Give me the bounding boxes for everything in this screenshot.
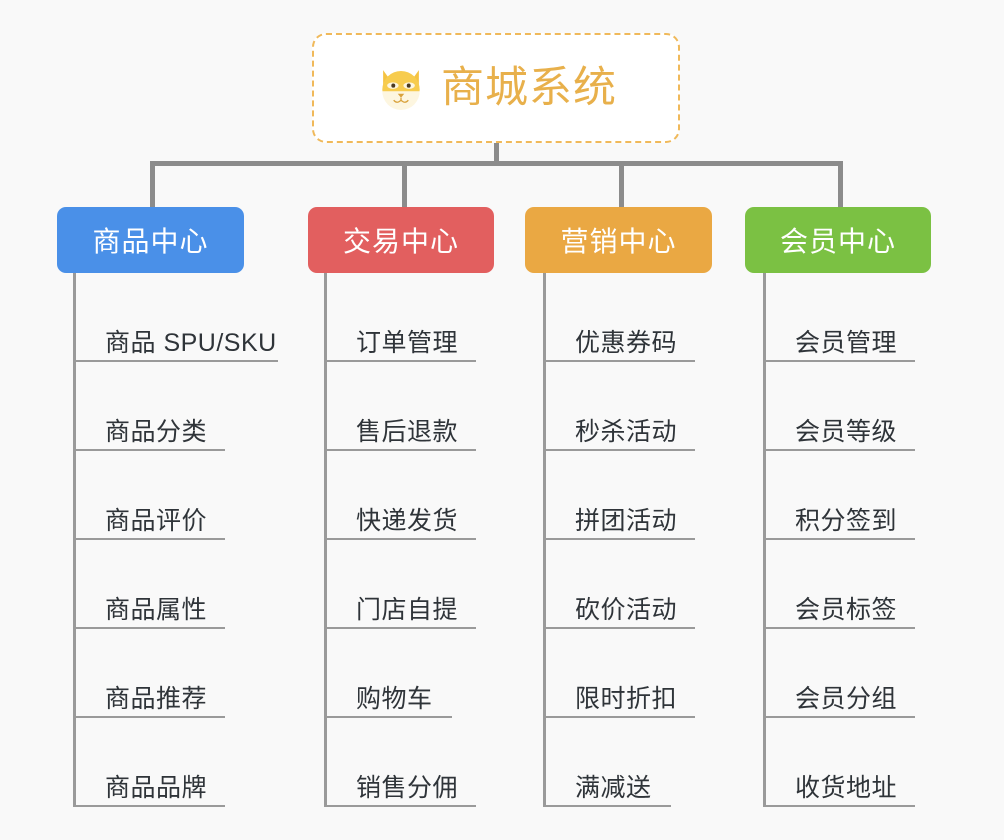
branch-stem-connector-2 (402, 161, 407, 207)
list-item[interactable]: 拼团活动 (543, 451, 696, 540)
branch-header-label-4: 会员中心 (779, 226, 896, 257)
list-item[interactable]: 商品推荐 (73, 629, 277, 718)
list-item[interactable]: 销售分佣 (324, 718, 477, 807)
sub-item-label: 商品 SPU/SKU (105, 328, 277, 357)
list-item[interactable]: 会员管理 (763, 273, 916, 362)
sub-item-label: 积分签到 (795, 506, 898, 535)
sub-item-label: 商品评价 (105, 506, 208, 535)
branch-stem-connector-1 (150, 161, 155, 207)
sub-list-3: 优惠券码 秒杀活动 拼团活动 砍价活动 限时折扣 满减送 (543, 273, 696, 807)
list-item[interactable]: 砍价活动 (543, 540, 696, 629)
sub-item-label: 秒杀活动 (575, 417, 678, 446)
sub-item-label: 会员分组 (795, 684, 898, 713)
sub-item-label: 商品分类 (105, 417, 208, 446)
sub-item-label: 会员标签 (795, 595, 898, 624)
sub-list-spine-4 (763, 273, 766, 807)
sub-item-label: 砍价活动 (575, 595, 678, 624)
list-item[interactable]: 快递发货 (324, 451, 477, 540)
sub-item-label: 订单管理 (356, 328, 459, 357)
root-node-card[interactable]: 商城系统 (312, 33, 680, 143)
list-item[interactable]: 商品分类 (73, 362, 277, 451)
list-item[interactable]: 商品属性 (73, 540, 277, 629)
horizontal-bus-connector (150, 161, 838, 166)
branch-header-4[interactable]: 会员中心 (745, 207, 931, 273)
sub-list-spine-1 (73, 273, 76, 807)
root-title: 商城系统 (441, 63, 617, 112)
sub-item-label: 售后退款 (356, 417, 459, 446)
list-item[interactable]: 限时折扣 (543, 629, 696, 718)
sub-item-label: 商品品牌 (105, 773, 208, 802)
sub-list-2: 订单管理 售后退款 快递发货 门店自提 购物车 销售分佣 (324, 273, 477, 807)
sub-item-label: 会员等级 (795, 417, 898, 446)
sub-item-label: 商品属性 (105, 595, 208, 624)
list-item[interactable]: 商品品牌 (73, 718, 277, 807)
list-item[interactable]: 收货地址 (763, 718, 916, 807)
list-item[interactable]: 会员等级 (763, 362, 916, 451)
list-item[interactable]: 积分签到 (763, 451, 916, 540)
sub-item-label: 优惠券码 (575, 328, 678, 357)
list-item[interactable]: 商品 SPU/SKU (73, 273, 278, 362)
sub-item-label: 销售分佣 (356, 773, 459, 802)
list-item[interactable]: 秒杀活动 (543, 362, 696, 451)
branch-header-label-2: 交易中心 (342, 226, 459, 257)
sub-list-spine-3 (543, 273, 546, 807)
sub-item-label: 商品推荐 (105, 684, 208, 713)
list-item[interactable]: 优惠券码 (543, 273, 696, 362)
branch-header-label-3: 营销中心 (560, 226, 677, 257)
sub-item-label: 快递发货 (356, 506, 459, 535)
list-item[interactable]: 门店自提 (324, 540, 477, 629)
sub-list-4: 会员管理 会员等级 积分签到 会员标签 会员分组 收货地址 (763, 273, 916, 807)
branch-header-label-1: 商品中心 (92, 226, 209, 257)
branch-header-2[interactable]: 交易中心 (308, 207, 494, 273)
sub-list-1: 商品 SPU/SKU 商品分类 商品评价 商品属性 商品推荐 商品品牌 (73, 273, 278, 807)
sub-list-spine-2 (324, 273, 327, 807)
branch-stem-connector-4 (838, 161, 843, 207)
list-item[interactable]: 订单管理 (324, 273, 477, 362)
sub-item-label: 满减送 (575, 773, 652, 802)
list-item[interactable]: 满减送 (543, 718, 677, 807)
branch-header-1[interactable]: 商品中心 (57, 207, 244, 273)
sub-item-label: 限时折扣 (575, 684, 678, 713)
branch-header-3[interactable]: 营销中心 (525, 207, 712, 273)
sub-item-label: 门店自提 (356, 595, 459, 624)
sub-item-label: 购物车 (356, 684, 433, 713)
branch-stem-connector-3 (619, 161, 624, 207)
root-stem-connector (494, 143, 499, 164)
sub-item-label: 收货地址 (795, 773, 898, 802)
sub-item-label: 会员管理 (795, 328, 898, 357)
list-item[interactable]: 会员分组 (763, 629, 916, 718)
list-item[interactable]: 购物车 (324, 629, 458, 718)
shiba-dog-face-icon (382, 70, 420, 110)
list-item[interactable]: 会员标签 (763, 540, 916, 629)
list-item[interactable]: 售后退款 (324, 362, 477, 451)
list-item[interactable]: 商品评价 (73, 451, 277, 540)
sub-item-label: 拼团活动 (575, 506, 678, 535)
